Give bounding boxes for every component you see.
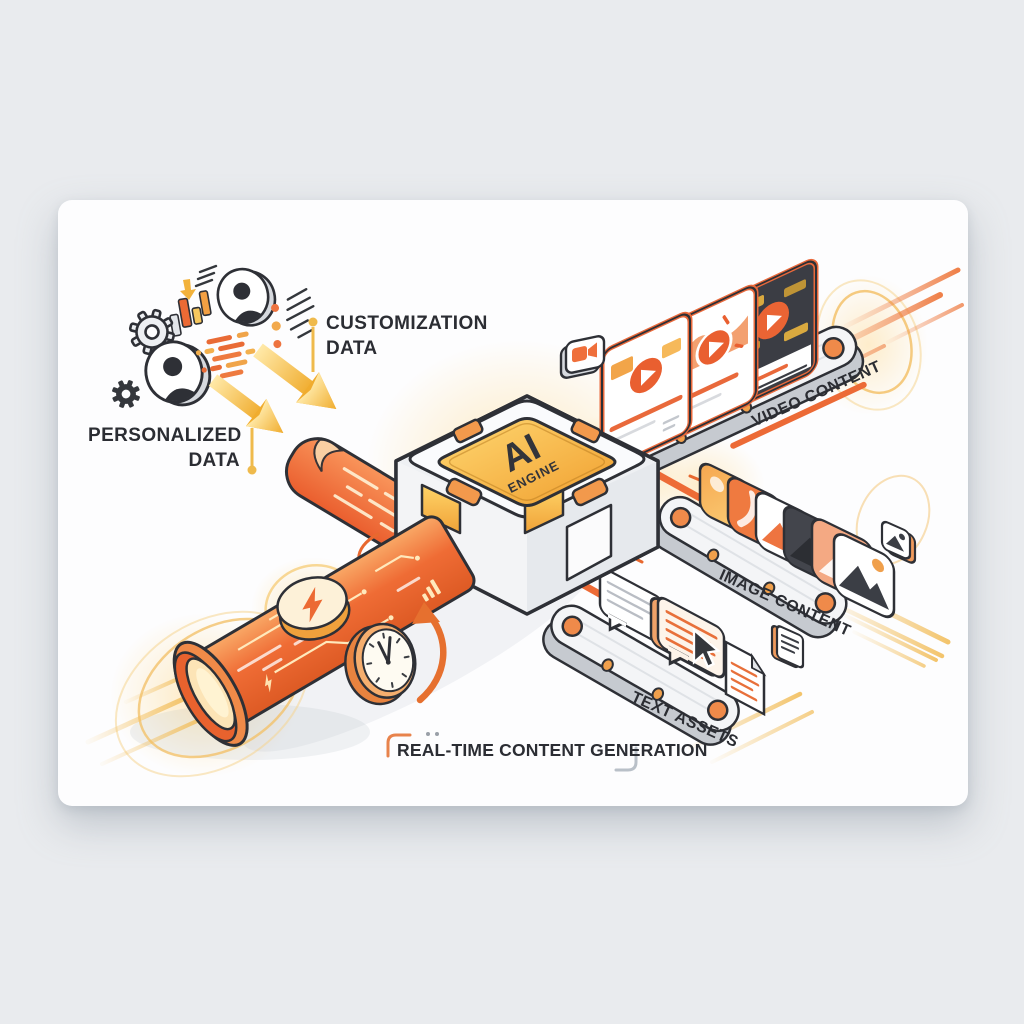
cursor-icon: [692, 627, 721, 669]
code-dashes-icon: [195, 331, 256, 379]
speech-bubble-light: [598, 567, 666, 645]
image-card-mountain: [832, 533, 896, 619]
clock-ticks: [366, 632, 410, 688]
customization-data-label: CUSTOMIZATION DATA: [326, 311, 488, 361]
hash-lines-icon: [194, 264, 218, 288]
personalized-line1: PERSONALIZED: [88, 425, 242, 446]
cube-clips: [445, 418, 609, 507]
pipe-bolt-glyph: [264, 673, 272, 693]
lightning-icon: [302, 586, 323, 623]
clock-badge: [344, 622, 417, 706]
image-frame-icon: [880, 520, 917, 564]
flow-arrow-personalized: [208, 374, 284, 433]
loop-arrow-icon: [412, 602, 447, 704]
personalized-data-label: PERSONALIZED DATA: [88, 423, 242, 473]
ai-engine-chip: AI ENGINE: [437, 417, 617, 507]
down-arrow-icon: [180, 279, 196, 300]
lightning-badge: [276, 576, 351, 641]
video-card-light: [599, 311, 693, 472]
pipe-muzzle: [172, 640, 249, 747]
customization-line2: DATA: [326, 338, 378, 360]
video-camera-icon: [559, 335, 606, 379]
caption-real-time-content-generation: REAL-TIME CONTENT GENERATION: [397, 740, 708, 760]
personalized-line2: DATA: [188, 450, 240, 472]
speed-lines: [85, 267, 964, 766]
avatar-icon: [212, 262, 280, 332]
flow-arrow-customization: [253, 343, 337, 409]
document-icon: [770, 624, 805, 669]
label-pointers: [247, 317, 318, 475]
text-conveyor-belt: [542, 604, 740, 746]
customization-line1: CUSTOMIZATION: [326, 313, 488, 334]
bar-chart-icon: [169, 290, 212, 337]
document-sheet: [724, 640, 767, 717]
caption-decoration: [386, 732, 638, 772]
pipe-bars-glyph: [422, 579, 441, 602]
small-gear-icon: [112, 380, 140, 408]
dots-dashes-icon: [271, 288, 315, 349]
